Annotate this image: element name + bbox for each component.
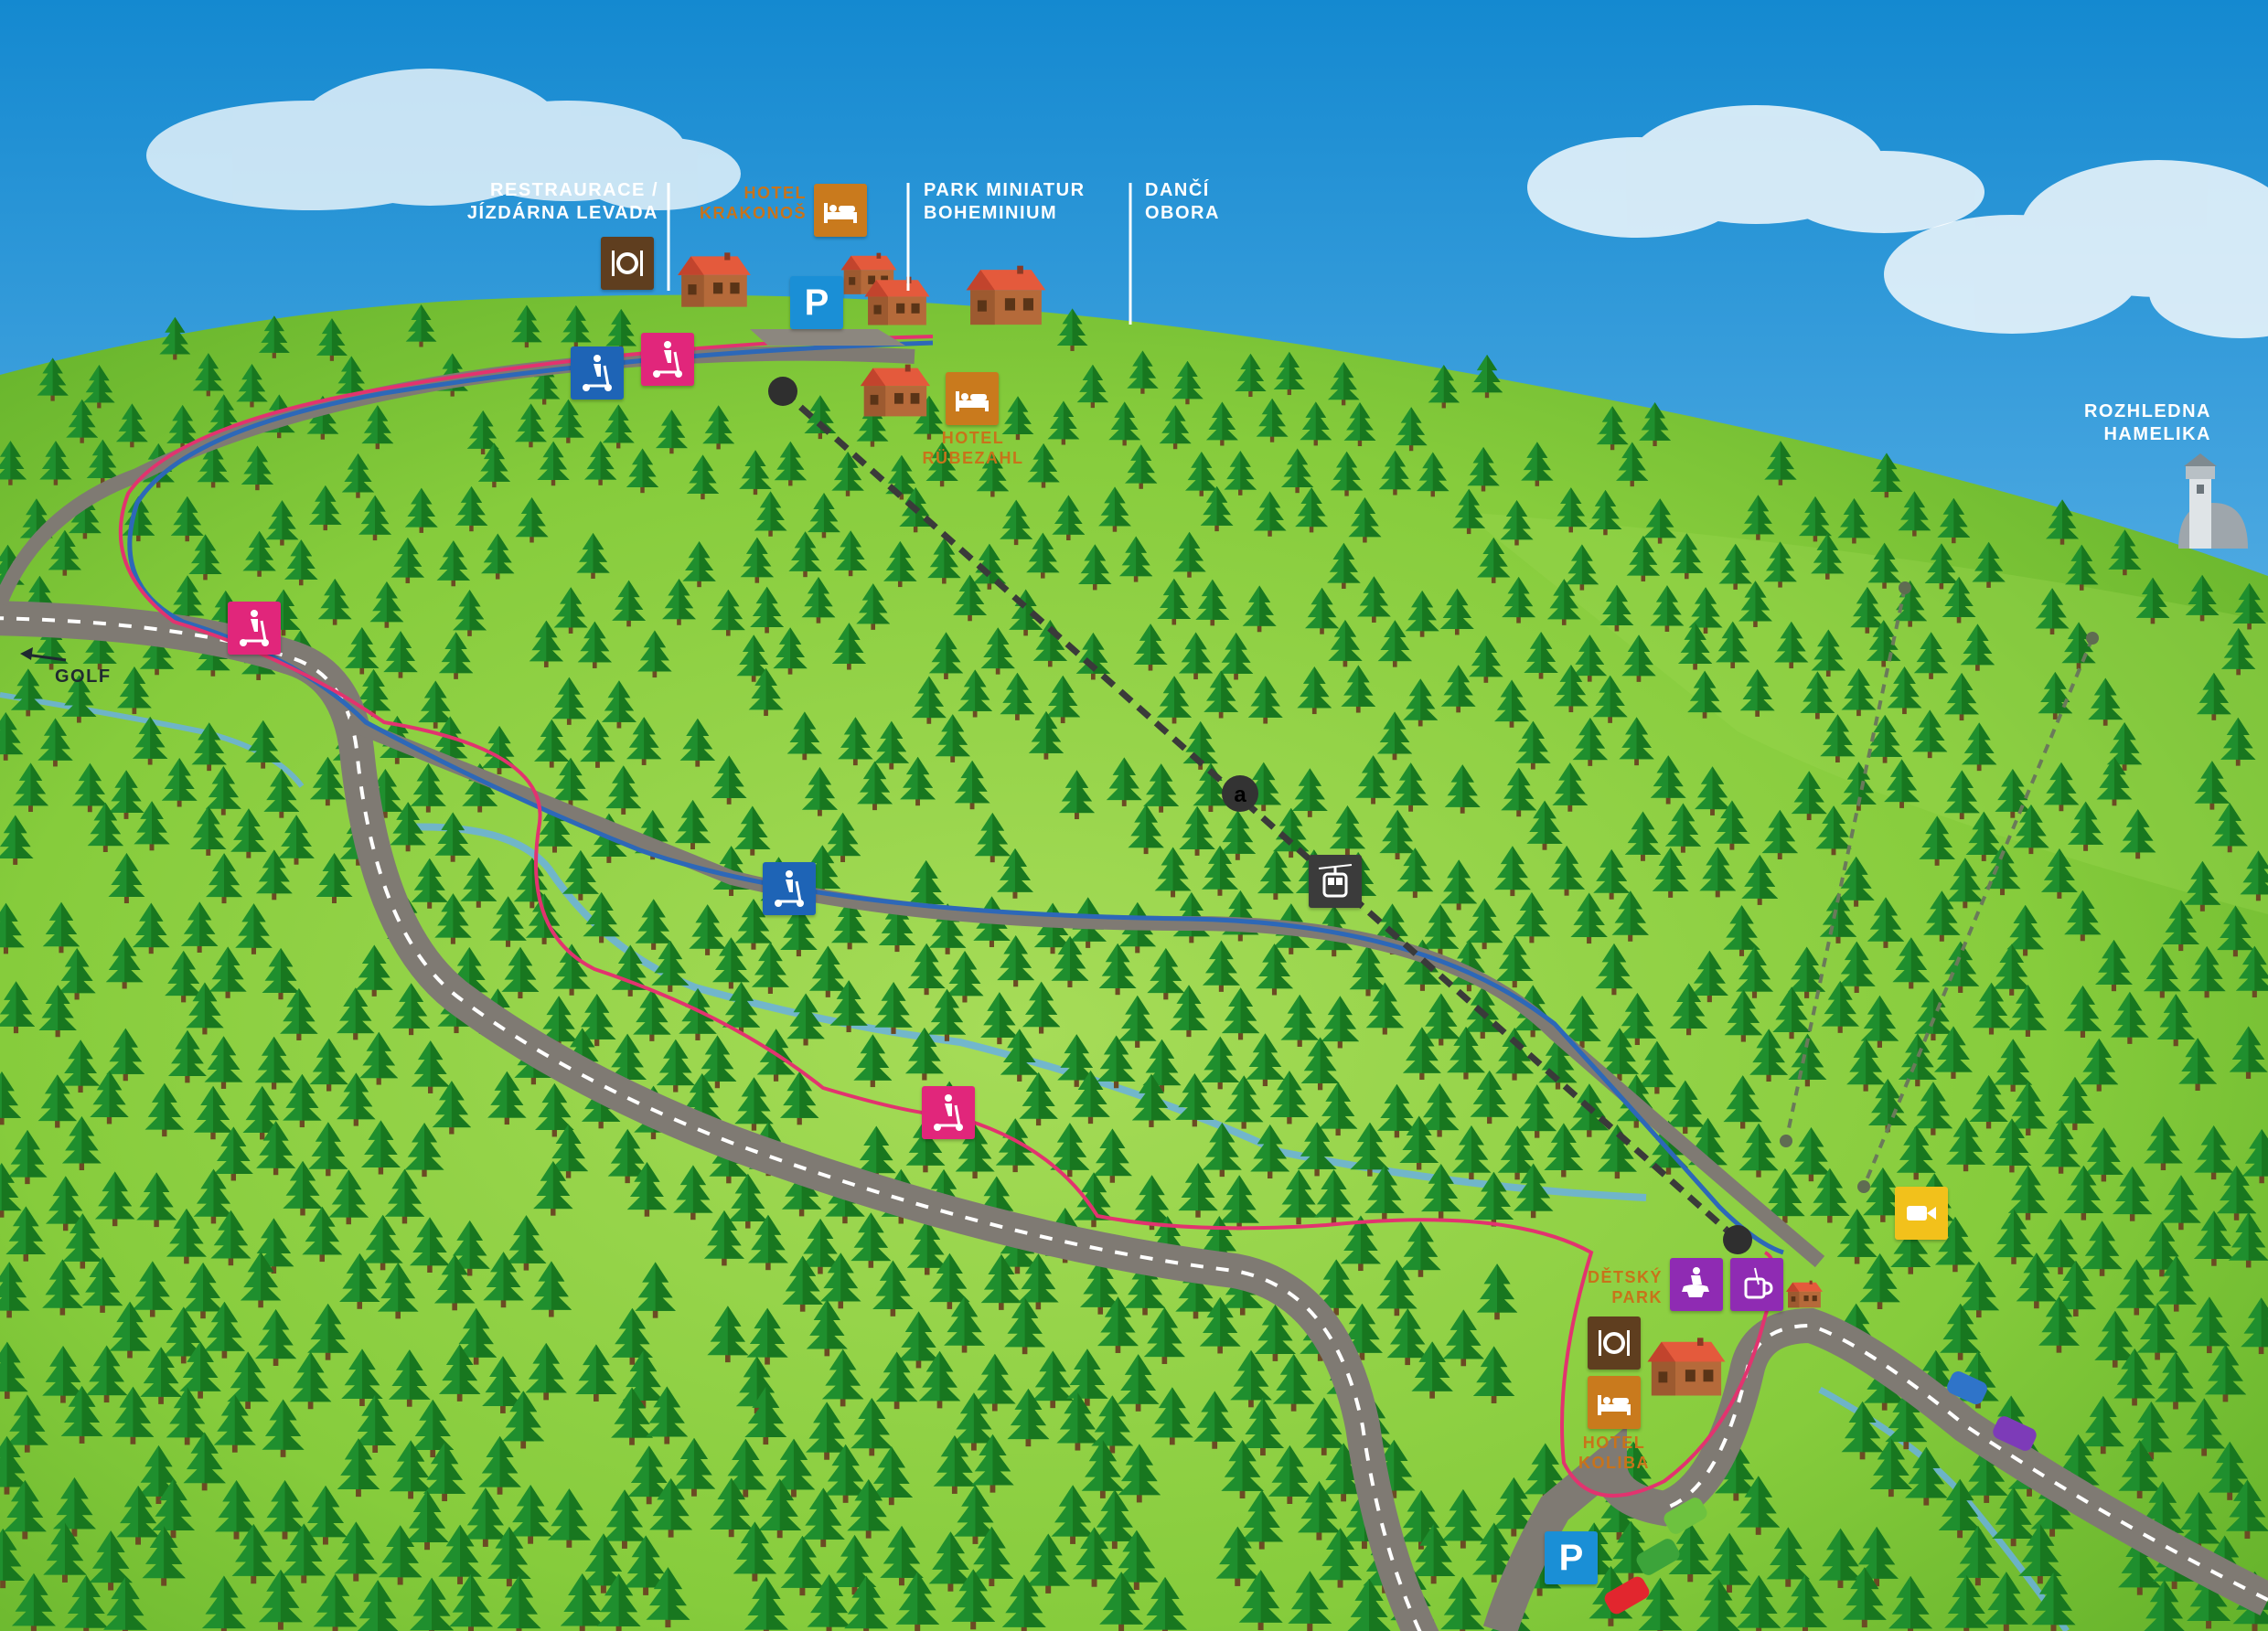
- label-hotel-rubezahl: HOTEL RÜBEZAHL: [915, 428, 1032, 468]
- bed-icon[interactable]: [946, 372, 999, 425]
- restaurant-icon[interactable]: [1588, 1317, 1641, 1370]
- label-line: HOTEL: [941, 429, 1005, 447]
- label-line: PARK: [1611, 1288, 1663, 1306]
- label-line: KOLIBA: [1578, 1454, 1650, 1472]
- label-restaurace: RESTRAURACE / JÍZDÁRNA LEVADA: [384, 179, 658, 225]
- label-line: OBORA: [1145, 203, 1220, 223]
- car: [1604, 1370, 2037, 1615]
- label-line: RESTRAURACE /: [490, 180, 658, 200]
- cable-car-bottom-station: [1723, 1225, 1752, 1254]
- cloud: [1884, 160, 2268, 338]
- label-line: HOTEL: [744, 184, 807, 202]
- label-rozhledna: ROZHLEDNA HAMELIKA: [2039, 400, 2211, 446]
- cloud: [146, 69, 741, 210]
- kick-scooter-icon[interactable]: [571, 346, 624, 400]
- label-line: KRAKONOŠ: [699, 204, 807, 222]
- main-road: [0, 601, 1439, 1631]
- bed-icon[interactable]: [1588, 1376, 1641, 1429]
- kick-scooter-icon[interactable]: [922, 1086, 975, 1139]
- lookout-tower-icon: [2178, 453, 2248, 549]
- restaurant-icon[interactable]: [601, 237, 654, 290]
- cable-car-icon[interactable]: [1309, 855, 1362, 908]
- label-park-miniatur: PARK MINIATUR BOHEMINIUM: [924, 179, 1125, 225]
- label-hotel-koliba: HOTEL KOLIBA: [1568, 1433, 1660, 1473]
- label-line: PARK MINIATUR: [924, 180, 1086, 200]
- label-line: HAMELIKA: [2103, 424, 2211, 444]
- house: [1786, 1280, 1823, 1308]
- red-route: [118, 335, 1776, 1498]
- label-line: DĚTSKÝ: [1587, 1268, 1663, 1286]
- coffee-cup-icon[interactable]: [1730, 1258, 1783, 1311]
- house: [1647, 1338, 1726, 1396]
- kick-scooter-icon[interactable]: [228, 602, 281, 655]
- camera-icon[interactable]: [1895, 1187, 1948, 1240]
- golf-arrow: [20, 647, 67, 662]
- house: [864, 276, 930, 325]
- label-line: BOHEMINIUM: [924, 203, 1058, 223]
- blue-route: [127, 340, 1784, 1255]
- label-danci-obora: DANČÍ OBORA: [1145, 179, 1273, 225]
- label-line: RÜBEZAHL: [922, 449, 1024, 467]
- label-line: JÍZDÁRNA LEVADA: [466, 203, 658, 223]
- cloud: [1527, 105, 1984, 238]
- kick-scooter-icon[interactable]: [641, 333, 694, 386]
- label-line: HOTEL: [1582, 1434, 1646, 1452]
- ski-lift: [1784, 587, 2094, 1188]
- label-detsky-park: DĚTSKÝ PARK: [1536, 1267, 1663, 1307]
- label-line: ROZHLEDNA: [2083, 401, 2211, 421]
- hill: [0, 294, 2268, 1631]
- horse-rider-icon[interactable]: [1670, 1258, 1723, 1311]
- stream: [0, 692, 305, 788]
- label-hotel-krakonos: HOTEL KRAKONOŠ: [677, 183, 807, 223]
- bed-icon[interactable]: [814, 184, 867, 237]
- stream: [401, 823, 1647, 1201]
- label-golf: GOLF: [55, 666, 112, 687]
- cable-stop-marker: [1222, 775, 1258, 812]
- house: [860, 364, 931, 417]
- house: [966, 265, 1046, 325]
- cable-car-top-station: [768, 377, 797, 406]
- parking-icon[interactable]: P: [1545, 1531, 1598, 1584]
- parking-icon[interactable]: P: [790, 276, 843, 329]
- label-pointer: [667, 183, 1132, 325]
- kick-scooter-icon[interactable]: [763, 862, 816, 915]
- cable-stop-letter: a: [1234, 783, 1246, 807]
- label-line: DANČÍ: [1145, 180, 1210, 200]
- house: [678, 252, 751, 307]
